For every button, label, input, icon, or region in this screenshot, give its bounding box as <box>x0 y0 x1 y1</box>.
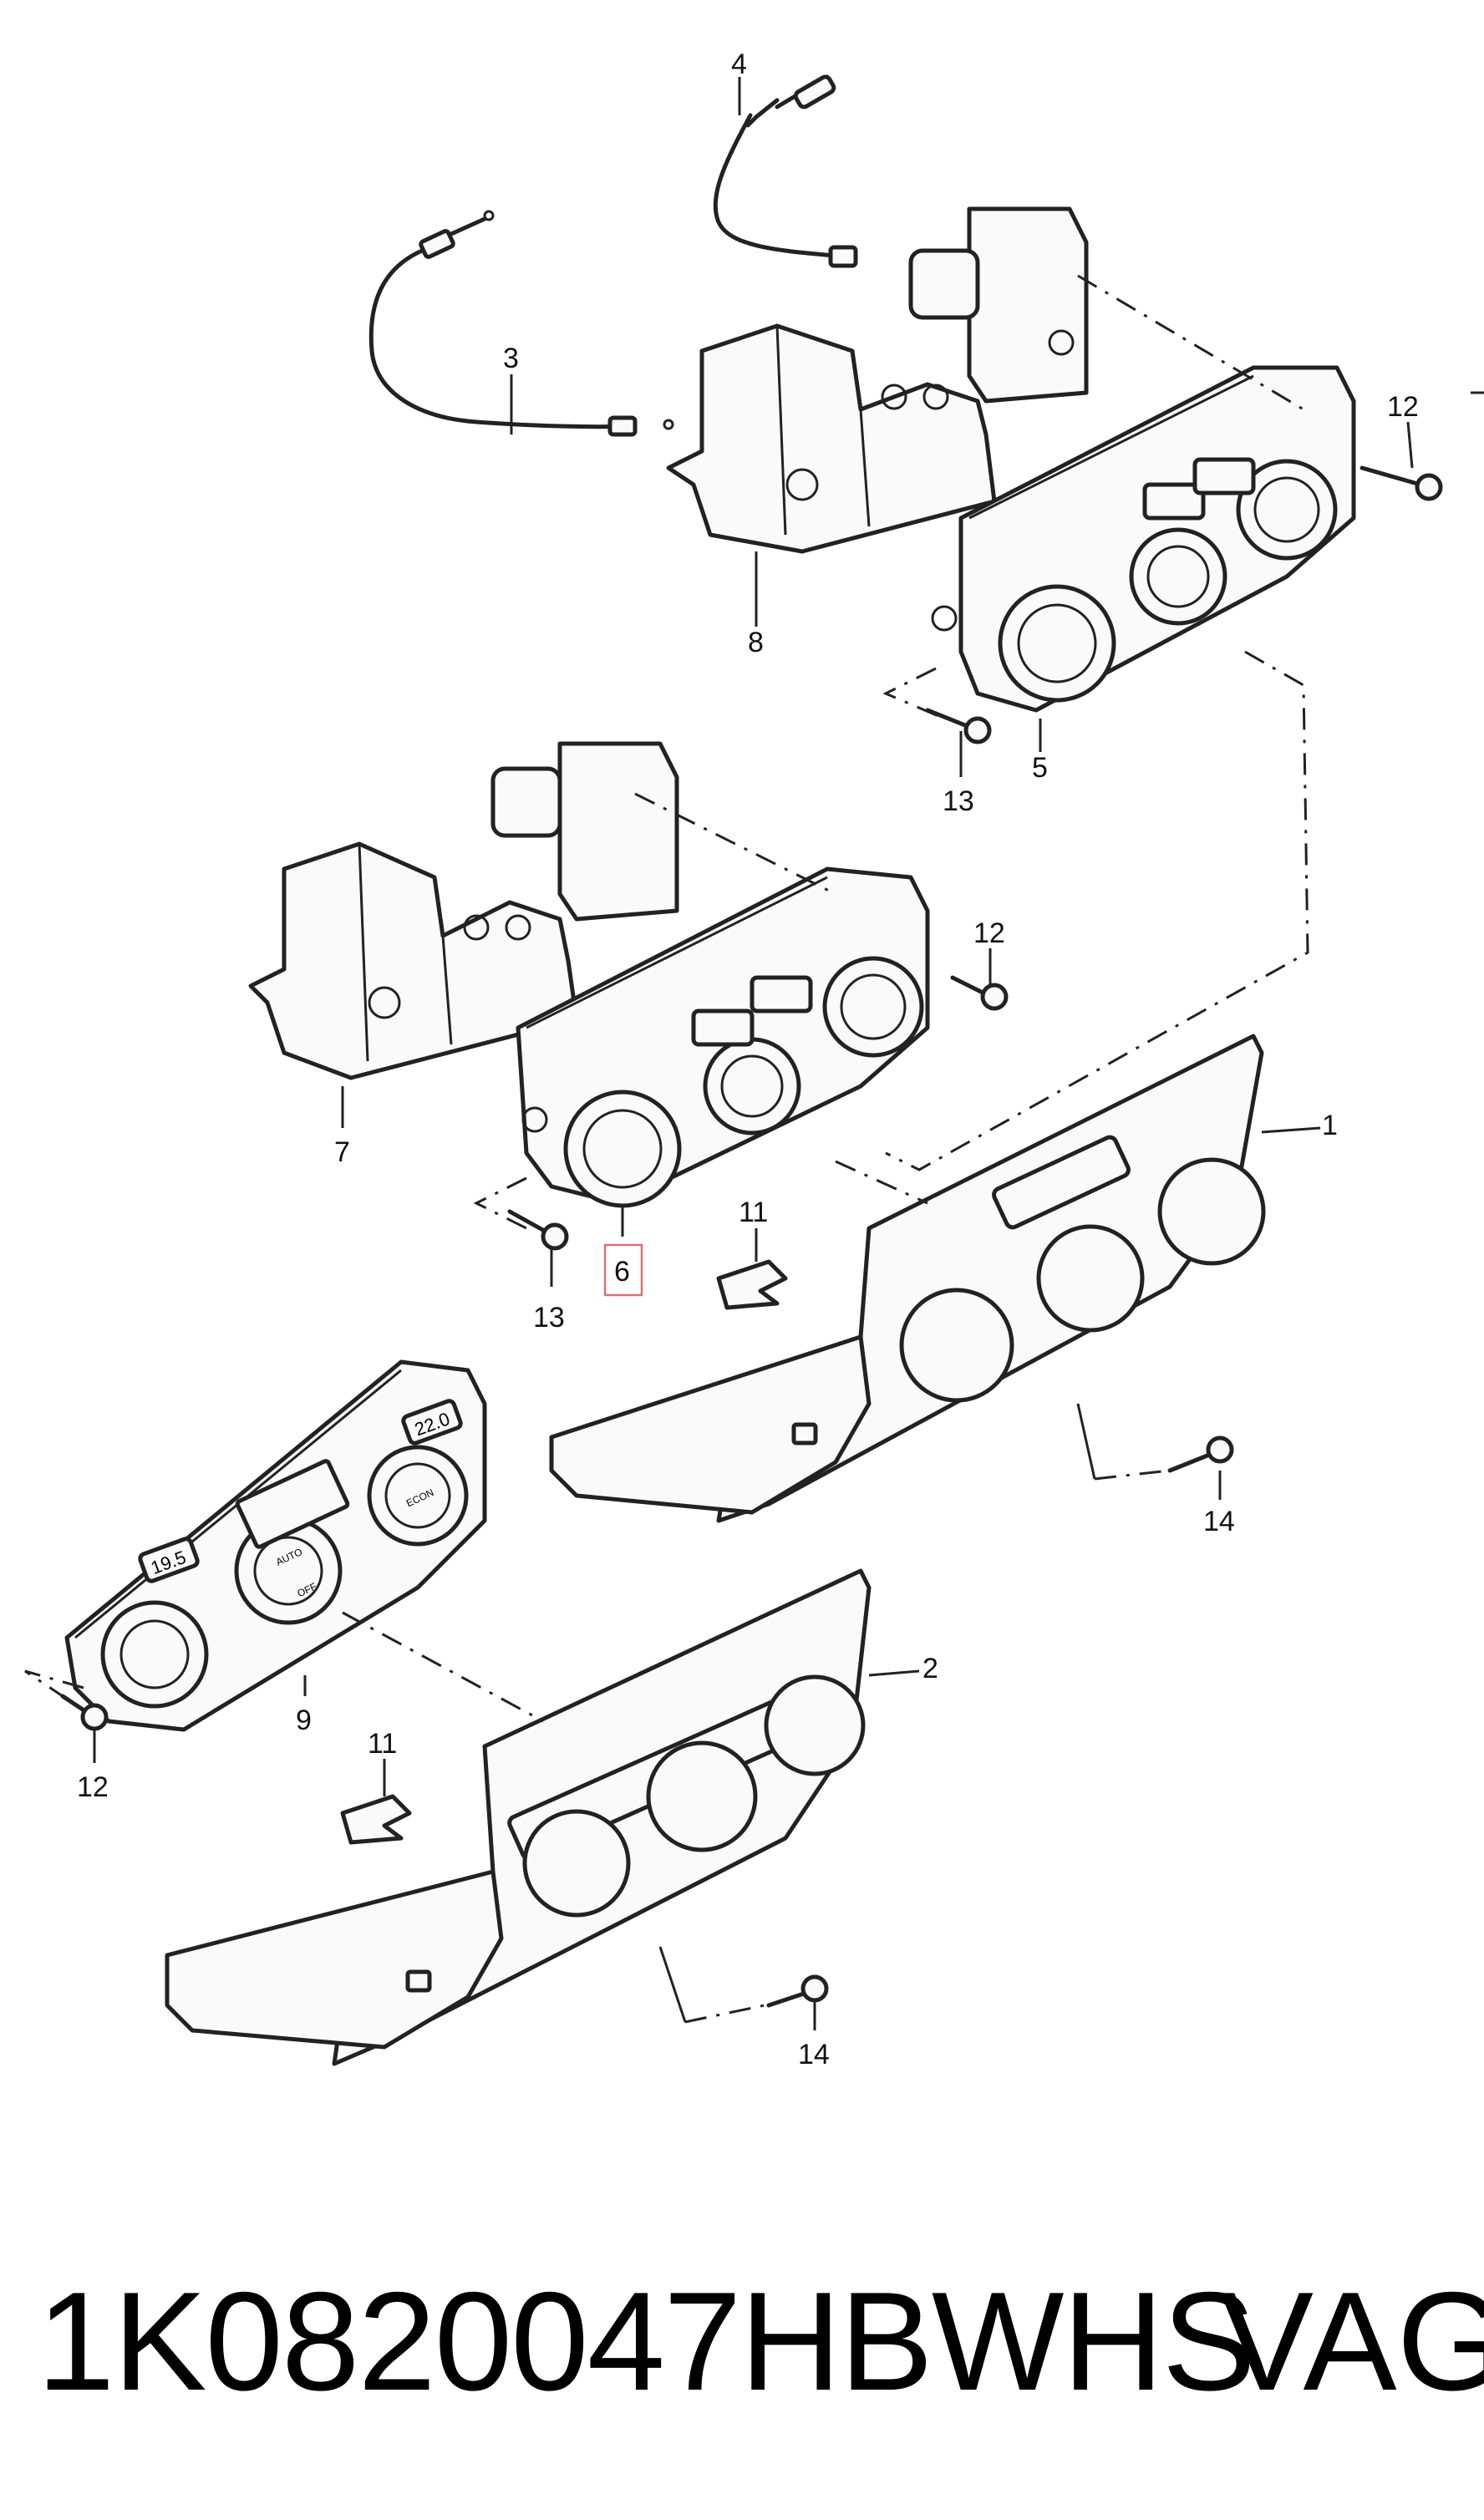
assembly-line <box>473 1176 527 1230</box>
assembly-line <box>342 1611 544 1723</box>
assembly-line <box>684 2004 765 2024</box>
callout-12-middle: 12 <box>973 917 1005 949</box>
assembly-line <box>882 667 945 720</box>
assembly-line <box>24 1669 84 1698</box>
callout-13-upper: 13 <box>943 785 974 817</box>
parts-exploded-diagram: 19.5 22.0 AUTO ECON OFF <box>24 48 1484 2070</box>
callout-2: 2 <box>922 1653 938 1684</box>
assembly-line <box>1094 1469 1171 1481</box>
screw-part-12-top <box>1359 465 1443 501</box>
callout-11-middle: 11 <box>739 1196 768 1228</box>
callout-7: 7 <box>334 1136 350 1168</box>
frame-part-7 <box>248 741 679 1080</box>
frame-part-8 <box>666 206 1089 554</box>
brand-name: VAG <box>1220 2263 1484 2420</box>
callout-3: 3 <box>503 343 519 374</box>
screw-part-13-upper <box>925 708 992 744</box>
trim-panel-part-2 <box>165 1568 872 2066</box>
assembly-line <box>835 1160 928 1205</box>
clip-part-11-lower <box>340 1794 412 1845</box>
assembly-line <box>634 792 836 896</box>
callout-11-lower: 11 <box>368 1728 397 1760</box>
climatronic-unit-part-9 <box>64 1359 487 1732</box>
screw-part-12-lower <box>60 1694 109 1731</box>
control-unit-part-5 <box>931 365 1356 713</box>
callout-12-lower: 12 <box>77 1771 109 1803</box>
screw-part-14-lower <box>766 1974 829 2008</box>
callout-5: 5 <box>1032 752 1048 784</box>
cable-part-4 <box>713 74 858 268</box>
trim-panel-part-1 <box>549 1034 1266 1523</box>
callout-14-middle: 14 <box>1203 1506 1235 1537</box>
screw-part-14-middle <box>1167 1435 1234 1473</box>
footer: 1K0820047HBWHS VAG <box>0 2256 1484 2423</box>
highlight-box-callout-6 <box>603 1243 643 1297</box>
screw-part-12-middle <box>950 975 1009 1011</box>
callout-9: 9 <box>296 1705 312 1736</box>
screw-part-13-middle <box>507 1209 569 1251</box>
callout-6: 6 <box>614 1256 630 1288</box>
callout-8: 8 <box>748 627 764 658</box>
callout-13-middle: 13 <box>533 1302 565 1334</box>
control-unit-part-6 <box>516 866 930 1208</box>
callout-12-top: 12 <box>1387 391 1419 423</box>
callout-14-lower: 14 <box>798 2039 830 2070</box>
assembly-line <box>885 650 1309 1171</box>
callout-4: 4 <box>731 48 747 80</box>
cable-part-3 <box>368 210 674 437</box>
part-number: 1K0820047HBWHS <box>37 2263 1256 2420</box>
clip-part-11-middle <box>716 1259 788 1310</box>
callout-1: 1 <box>1322 1110 1338 1141</box>
leader-lines <box>93 77 1414 2030</box>
